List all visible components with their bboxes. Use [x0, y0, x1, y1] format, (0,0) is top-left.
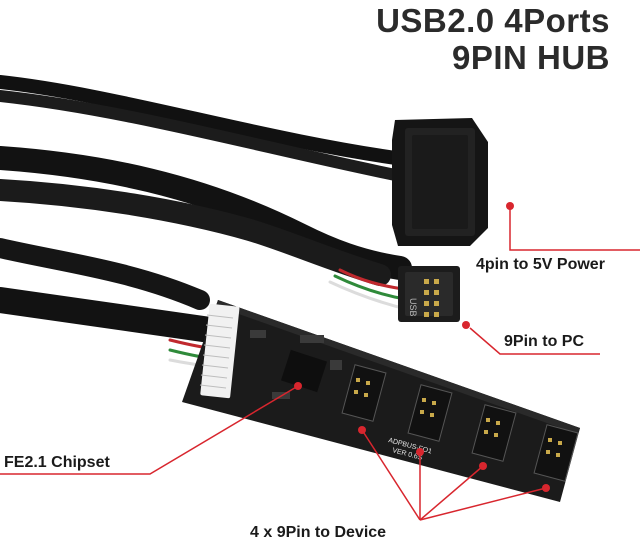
- usb-9pin-connector: USB: [398, 266, 460, 322]
- callout-device-line-4: [419, 487, 547, 521]
- title-line-2: 9PIN HUB: [451, 39, 610, 76]
- callout-dot-chipset: [294, 382, 302, 390]
- callout-dot-device-3: [479, 462, 487, 470]
- fe21-chip: [280, 349, 328, 393]
- label-device: 4 x 9Pin to Device: [250, 524, 387, 541]
- callout-dot-device-4: [542, 484, 550, 492]
- hub-pcb-board: ADPBUS-FO1 VER 0.6S: [182, 300, 580, 502]
- callout-dot-device-2: [416, 448, 424, 456]
- molex-connector: [392, 118, 488, 246]
- callout-lines: [0, 206, 640, 521]
- usb-connector-text: USB: [408, 298, 418, 317]
- callout-device-line-3: [419, 465, 484, 521]
- callout-dot-power: [506, 202, 514, 210]
- callout-dots: [294, 202, 550, 492]
- product-title: USB2.0 4Ports 9PIN HUB: [376, 2, 610, 76]
- cable-low: [0, 238, 210, 310]
- callout-dot-pc: [462, 321, 470, 329]
- label-power: 4pin to 5V Power: [476, 256, 605, 273]
- label-pc: 9Pin to PC: [504, 333, 585, 350]
- callout-power-line: [509, 206, 640, 251]
- cable-bottom: [0, 287, 223, 343]
- cable-group: [0, 75, 417, 370]
- callout-dot-device-1: [358, 426, 366, 434]
- callout-chipset-line: [0, 385, 299, 475]
- cable-top-2: [0, 90, 416, 184]
- callout-device-line-1: [361, 429, 421, 521]
- cable-mid-2: [0, 179, 391, 286]
- label-chipset: FE2.1 Chipset: [4, 454, 110, 471]
- cable-top: [0, 75, 417, 167]
- title-line-1: USB2.0 4Ports: [376, 2, 610, 39]
- callout-pc-line: [469, 327, 600, 355]
